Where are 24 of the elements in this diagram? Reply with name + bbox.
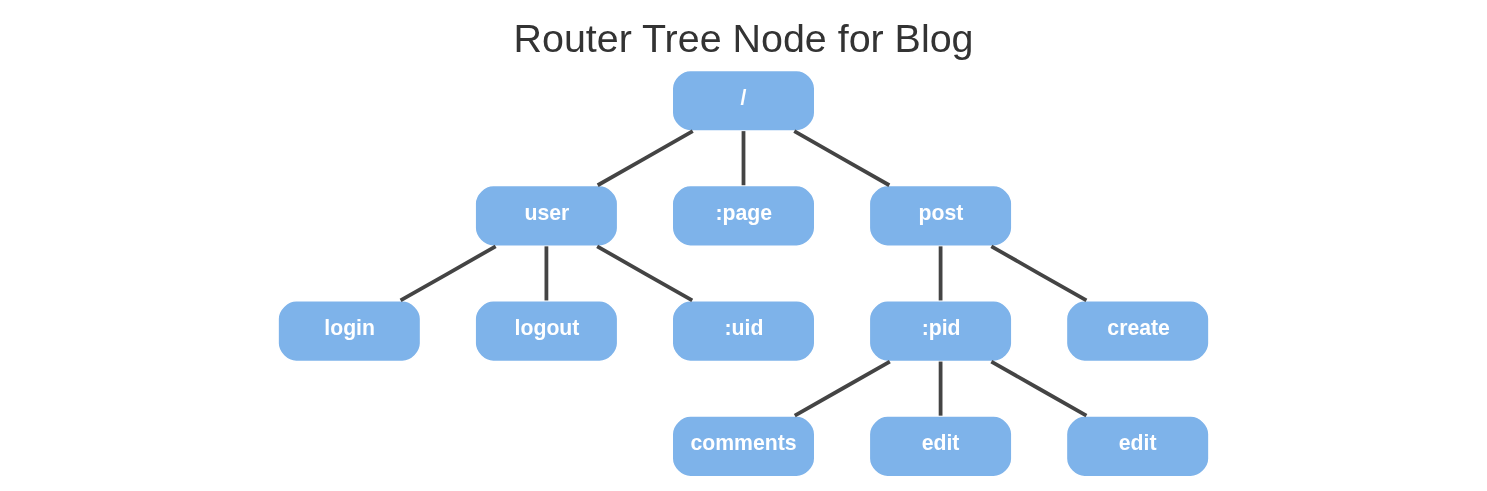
- connector: [793, 359, 891, 418]
- node-box: :uid: [671, 300, 816, 363]
- node-box: :page: [671, 184, 816, 247]
- node-box: login: [277, 300, 422, 363]
- node-box: :pid: [868, 300, 1013, 363]
- node-box: create: [1065, 300, 1210, 363]
- connector: [938, 246, 943, 301]
- node-box: logout: [474, 300, 619, 363]
- connector: [596, 129, 694, 187]
- connector: [990, 244, 1088, 303]
- node-box: post: [868, 184, 1013, 247]
- connector: [741, 131, 746, 186]
- node-box: edit: [1065, 415, 1210, 478]
- connector: [793, 129, 891, 187]
- node-box: comments: [671, 415, 816, 478]
- connector: [596, 244, 694, 303]
- node-box: edit: [868, 415, 1013, 478]
- connector: [938, 361, 943, 416]
- diagram-title: Router Tree Node for Blog: [513, 15, 974, 60]
- connector: [399, 244, 497, 303]
- node-box: user: [474, 184, 619, 247]
- connector: [544, 246, 549, 301]
- connector: [990, 359, 1088, 418]
- node-box: /: [671, 69, 816, 132]
